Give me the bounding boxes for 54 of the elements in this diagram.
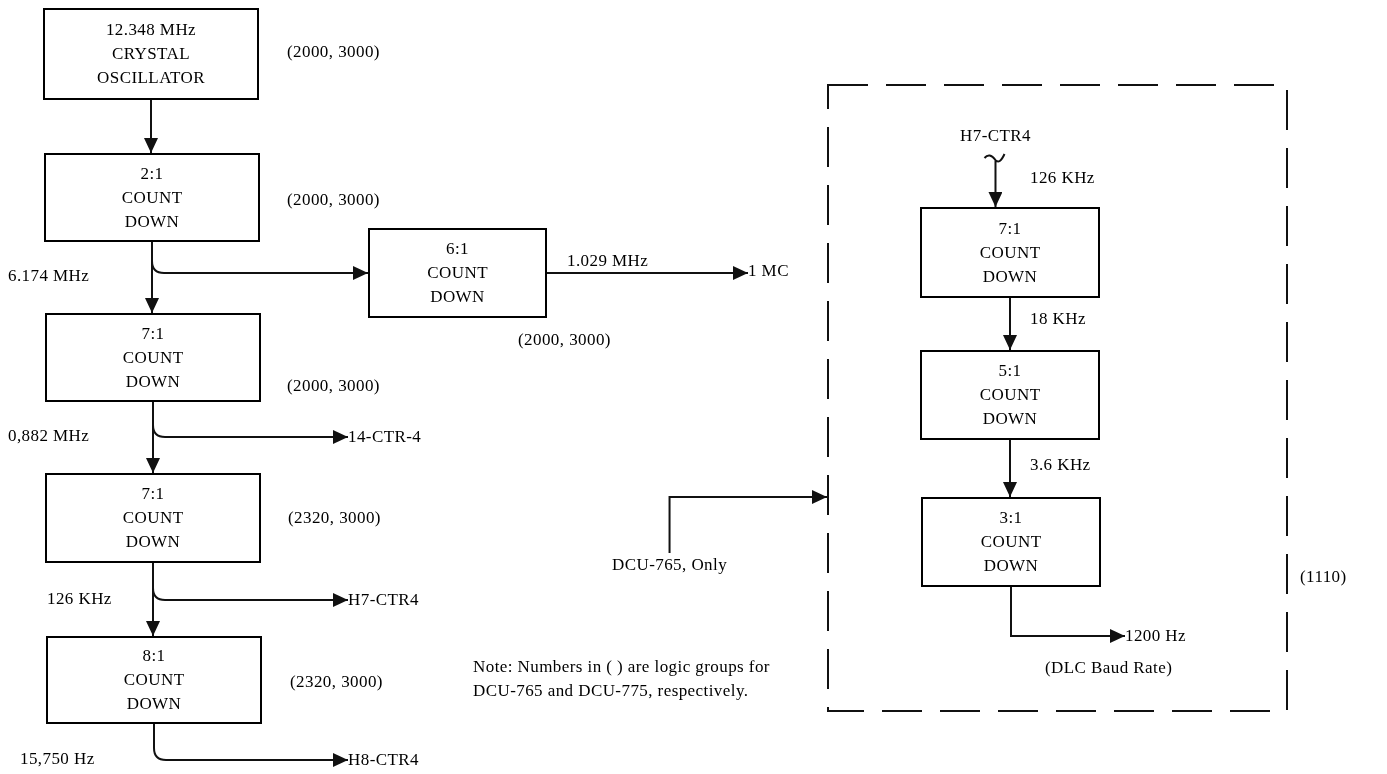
frequency-label: 15,750 Hz	[20, 748, 95, 770]
signal-label: H8-CTR4	[348, 748, 419, 772]
arrow	[1010, 586, 1126, 643]
box-label: 7:1 COUNT DOWN	[979, 217, 1041, 288]
signal-label: 14-CTR-4	[348, 425, 422, 449]
box-label: 7:1 COUNT DOWN	[122, 483, 184, 553]
arrow	[1003, 297, 1017, 351]
arrow	[546, 266, 749, 280]
frequency-label: 6.174 MHz	[8, 265, 90, 287]
arrow	[1003, 439, 1017, 498]
logic-group-label: (2000, 3000)	[287, 41, 380, 63]
counter-box	[921, 497, 1101, 587]
counter-box	[46, 636, 262, 724]
counter-box	[45, 473, 261, 563]
arrow	[152, 401, 349, 444]
box-label: 2:1 COUNT DOWN	[121, 162, 183, 233]
box-label: 8:1 COUNT DOWN	[123, 645, 185, 715]
frequency-label: 3.6 KHz	[1030, 454, 1091, 476]
frequency-label: 1.029 MHz	[567, 250, 649, 272]
counter-box	[45, 313, 261, 402]
box-label: 12.348 MHz CRYSTAL OSCILLATOR	[96, 19, 206, 89]
counter-box	[920, 207, 1100, 298]
arrow	[152, 562, 349, 607]
logic-group-label: (1110)	[1300, 566, 1347, 588]
counter-box	[43, 8, 259, 100]
arrow	[983, 153, 1006, 208]
box-label: 6:1 COUNT DOWN	[427, 238, 488, 308]
logic-group-label: (2000, 3000)	[287, 375, 380, 397]
box-label: 5:1 COUNT DOWN	[979, 360, 1041, 430]
signal-label: H7-CTR4	[960, 124, 1031, 148]
counter-box	[920, 350, 1100, 440]
arrow	[668, 490, 828, 554]
signal-label: 1 MC	[748, 259, 789, 283]
arrow	[153, 723, 349, 767]
signal-label: H7-CTR4	[348, 588, 419, 612]
logic-group-label: (DLC Baud Rate)	[1045, 657, 1173, 679]
logic-group-label: (2320, 3000)	[290, 671, 383, 693]
counter-box	[368, 228, 547, 318]
frequency-label: 126 KHz	[1030, 167, 1095, 189]
note-text: Note: Numbers in ( ) are logic groups for DCU-765 and DCU-775, respectively.	[473, 656, 771, 702]
counter-box	[44, 153, 260, 242]
frequency-label: 126 KHz	[47, 588, 112, 610]
logic-group-label: (2000, 3000)	[287, 189, 380, 211]
arrow	[151, 241, 369, 280]
logic-group-label: (2320, 3000)	[288, 507, 381, 529]
logic-group-label: (2000, 3000)	[518, 329, 611, 351]
signal-label: 1200 Hz	[1125, 624, 1187, 648]
arrow	[144, 99, 158, 154]
dashed-boundary	[827, 84, 1288, 712]
box-label: 3:1 COUNT DOWN	[980, 507, 1042, 577]
box-label: 7:1 COUNT DOWN	[122, 322, 184, 393]
frequency-label: 18 KHz	[1030, 308, 1086, 330]
signal-label: DCU-765, Only	[612, 553, 728, 577]
frequency-label: 0,882 MHz	[8, 425, 90, 447]
